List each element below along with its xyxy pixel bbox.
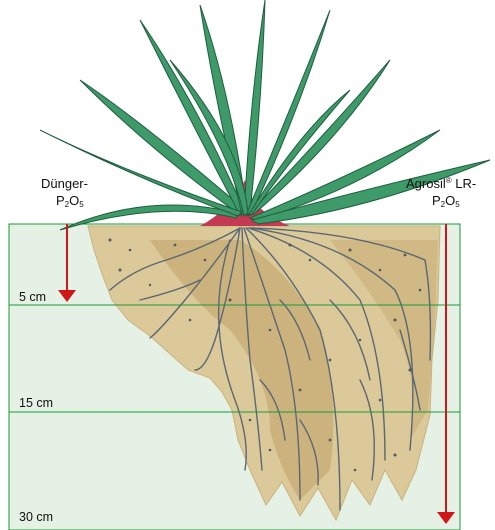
- label-agrosil-prefix: Agrosil: [406, 176, 446, 191]
- plant-foliage: [40, 0, 490, 230]
- depth-label-5cm: 5 cm: [19, 291, 46, 304]
- label-agrosil: Agrosil® LR-: [406, 177, 476, 190]
- depth-label-30cm: 30 cm: [19, 511, 53, 524]
- label-fertilizer-prefix: Dünger-: [41, 176, 88, 191]
- label-agrosil-formula: P2O5: [432, 194, 460, 209]
- label-fertilizer: Dünger-: [41, 177, 88, 190]
- depth-label-15cm: 15 cm: [19, 397, 53, 410]
- label-fertilizer-formula: P2O5: [56, 194, 84, 209]
